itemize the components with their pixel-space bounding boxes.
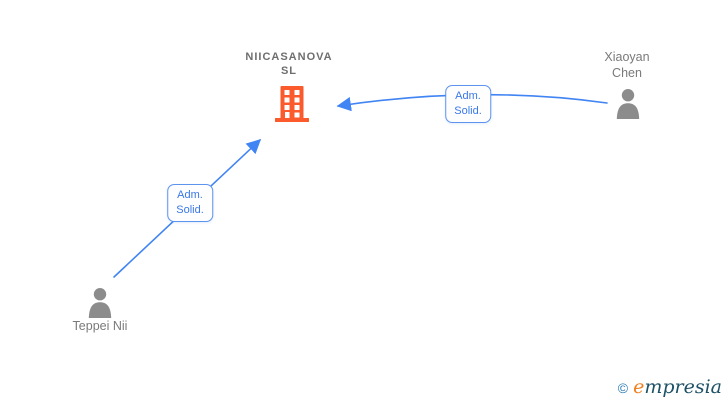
edge-label-xiaoyan-adm-solid[interactable]: Adm. Solid.: [445, 85, 491, 123]
person-name-teppei: Teppei Nii: [72, 319, 128, 333]
brand-rest: mpresia: [644, 376, 722, 398]
person-icon-xiaoyan[interactable]: [613, 88, 643, 119]
company-name-line2: SL: [280, 65, 298, 77]
edge-label-line2: Solid.: [176, 204, 204, 216]
edge-label-line1: Adm.: [177, 189, 203, 201]
edge-label-teppei-adm-solid[interactable]: Adm. Solid.: [167, 184, 213, 222]
brand-initial: e: [633, 376, 645, 398]
copyright-icon: ©: [617, 379, 629, 396]
person-name-xiaoyan: Xiaoyan Chen: [604, 49, 649, 81]
edge-label-line2: Solid.: [454, 105, 482, 117]
brand-wordmark: empresia: [633, 378, 722, 397]
watermark-logo: © empresia: [618, 378, 722, 397]
person-icon-teppei[interactable]: [85, 287, 115, 318]
edge-label-line1: Adm.: [455, 90, 481, 102]
company-building-icon[interactable]: [274, 85, 310, 123]
company-name-label: NIICASANOVA SL: [245, 50, 332, 78]
person-name-xiaoyan-line1: Xiaoyan: [604, 50, 650, 64]
person-name-xiaoyan-line2: Chen: [612, 66, 642, 80]
company-name-line1: NIICASANOVA: [245, 51, 333, 63]
